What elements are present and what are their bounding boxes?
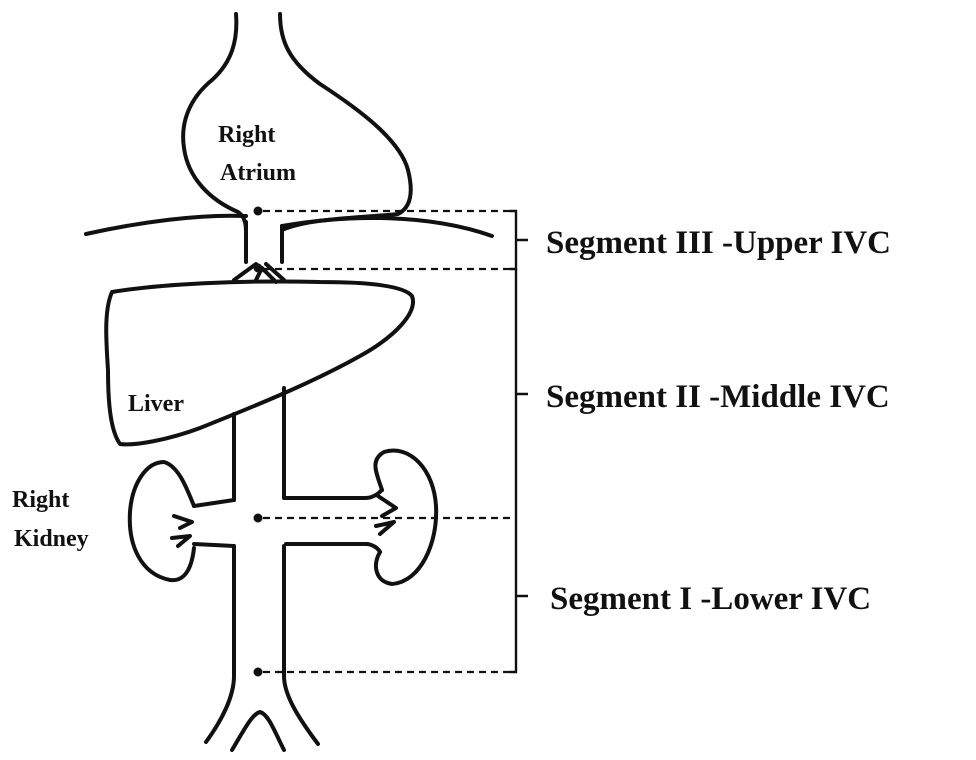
liver-label: Liver	[128, 391, 184, 417]
segment-boundaries	[254, 207, 517, 677]
bracket-segment-i	[510, 518, 528, 672]
boundary-dot-renal	[254, 514, 263, 523]
boundary-dot-upper	[254, 207, 263, 216]
right-kidney	[130, 462, 234, 580]
right-atrium-label-line1: Right	[218, 122, 275, 148]
right-kidney-label-line2: Kidney	[14, 526, 89, 552]
segment-ii-label: Segment II -Middle IVC	[546, 379, 890, 415]
segment-iii-label: Segment III -Upper IVC	[546, 225, 891, 261]
boundary-dot-lower	[254, 668, 263, 677]
bracket-segment-iii	[510, 211, 528, 269]
segment-brackets	[510, 211, 528, 672]
right-kidney-label-line1: Right	[12, 487, 69, 513]
boundary-dot-hepatic	[254, 264, 263, 273]
bracket-segment-ii	[516, 269, 528, 518]
segment-i-label: Segment I -Lower IVC	[550, 581, 871, 617]
ivc-trunk	[206, 388, 382, 750]
ivc-upper	[234, 222, 284, 282]
liver	[106, 281, 413, 444]
diaphragm	[86, 216, 492, 236]
right-atrium-label-line2: Atrium	[220, 160, 296, 186]
